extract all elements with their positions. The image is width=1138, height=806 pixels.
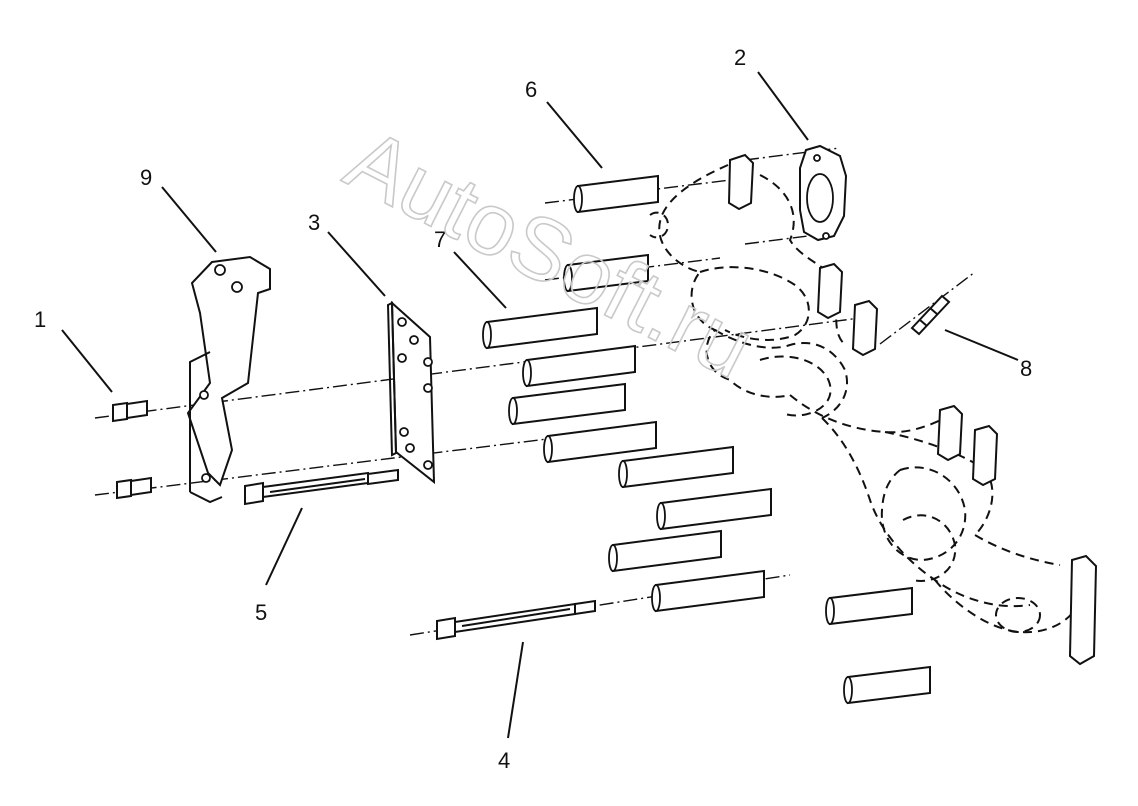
callout-7: 7 [434, 227, 446, 252]
bolts-short [112, 399, 152, 500]
callout-3: 3 [308, 210, 320, 235]
long-bolt-lower [436, 599, 596, 641]
stud [910, 294, 951, 336]
long-bolt-upper [244, 468, 399, 506]
callout-8: 8 [1020, 356, 1032, 381]
exhaust-manifold [649, 153, 1098, 666]
callout-1: 1 [34, 307, 46, 332]
spacers [482, 174, 931, 705]
callout-2: 2 [734, 45, 746, 70]
plate [386, 300, 436, 485]
callouts: 1 2 3 4 5 6 7 8 9 [34, 45, 1032, 773]
leader-lines [61, 71, 1019, 739]
callout-9: 9 [140, 165, 152, 190]
bracket [186, 255, 271, 504]
callout-6: 6 [525, 77, 537, 102]
callout-5: 5 [255, 600, 267, 625]
callout-4: 4 [498, 748, 510, 773]
gasket [799, 144, 848, 242]
